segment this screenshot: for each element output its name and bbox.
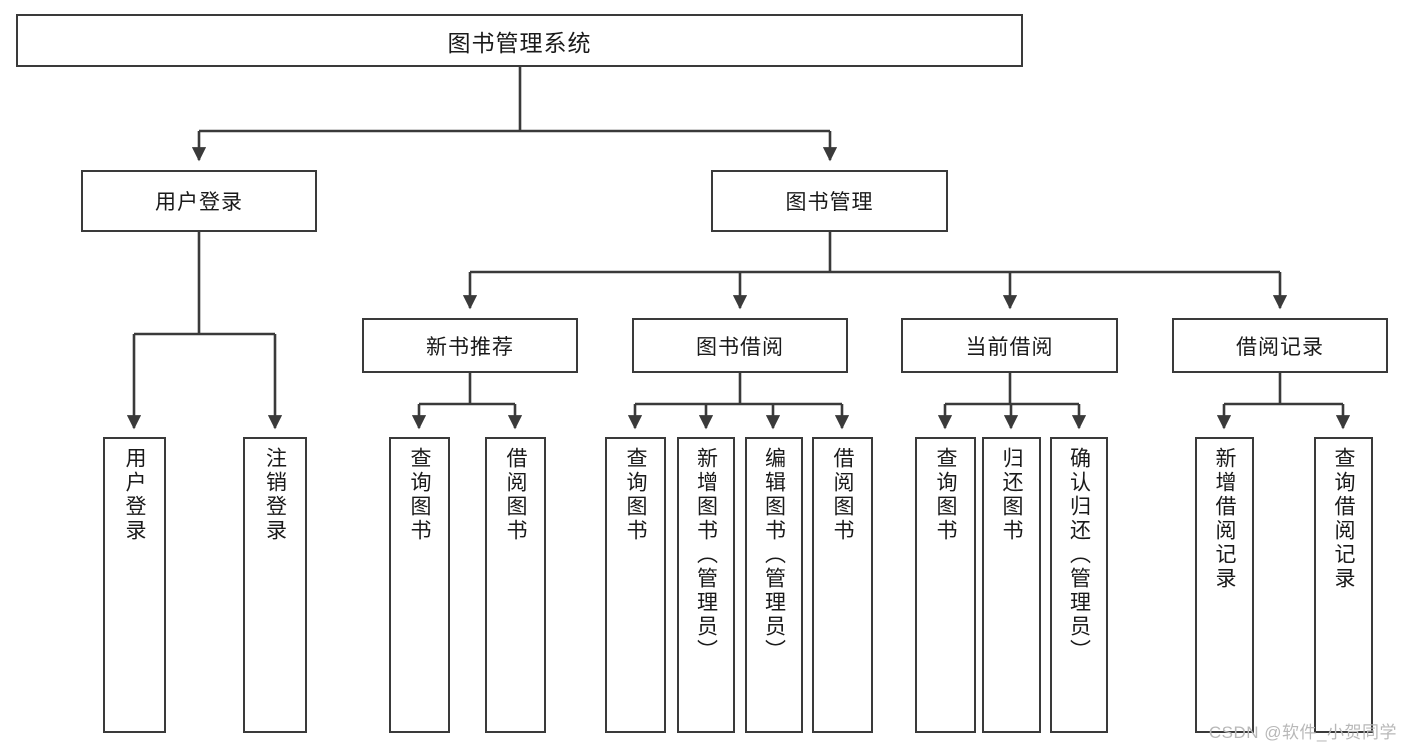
leaf-borrow-query-book[interactable]: 查询图书 xyxy=(605,437,666,733)
leaf-record-query-record[interactable]: 查询借阅记录 xyxy=(1314,437,1373,733)
node-new-book-recommend[interactable]: 新书推荐 xyxy=(362,318,578,373)
leaf-borrow-edit-book-admin[interactable]: 编辑图书（管理员） xyxy=(745,437,803,733)
node-label: 新书推荐 xyxy=(426,335,514,359)
node-label: 查询图书 xyxy=(624,447,647,543)
node-label: 查询图书 xyxy=(408,447,431,543)
node-label: 确认归还（管理员） xyxy=(1067,447,1091,663)
node-label: 当前借阅 xyxy=(965,335,1054,359)
leaf-current-query-book[interactable]: 查询图书 xyxy=(915,437,976,733)
node-label: 新增借阅记录 xyxy=(1213,447,1236,591)
node-borrow-record[interactable]: 借阅记录 xyxy=(1172,318,1388,373)
node-label: 图书借阅 xyxy=(696,335,784,359)
node-label: 图书管理 xyxy=(785,191,874,214)
node-user-login[interactable]: 用户登录 xyxy=(81,170,317,232)
leaf-user-login-logout[interactable]: 注销登录 xyxy=(243,437,307,733)
leaf-record-add-record[interactable]: 新增借阅记录 xyxy=(1195,437,1254,733)
watermark-label: CSDN @软件_小贺同学 xyxy=(1208,723,1397,742)
node-label: 用户登录 xyxy=(123,447,146,543)
node-label: 用户登录 xyxy=(155,191,243,214)
node-label: 注销登录 xyxy=(263,447,287,543)
leaf-current-confirm-return-admin[interactable]: 确认归还（管理员） xyxy=(1050,437,1108,733)
leaf-current-return-book[interactable]: 归还图书 xyxy=(982,437,1041,733)
node-label: 查询借阅记录 xyxy=(1332,447,1355,591)
node-label: 借阅图书 xyxy=(504,447,527,543)
leaf-new-book-borrow[interactable]: 借阅图书 xyxy=(485,437,546,733)
node-current-borrow[interactable]: 当前借阅 xyxy=(901,318,1118,373)
node-label: 查询图书 xyxy=(934,447,957,543)
node-label: 归还图书 xyxy=(1000,447,1023,543)
leaf-user-login-login[interactable]: 用户登录 xyxy=(103,437,166,733)
node-label: 编辑图书（管理员） xyxy=(762,447,786,663)
node-book-borrow[interactable]: 图书借阅 xyxy=(632,318,848,373)
leaf-borrow-add-book-admin[interactable]: 新增图书（管理员） xyxy=(677,437,735,733)
node-root-system[interactable]: 图书管理系统 xyxy=(16,14,1023,67)
node-label: 借阅图书 xyxy=(831,447,854,543)
node-label: 借阅记录 xyxy=(1236,335,1324,359)
leaf-new-book-query[interactable]: 查询图书 xyxy=(389,437,450,733)
node-label: 新增图书（管理员） xyxy=(694,447,718,663)
node-book-management[interactable]: 图书管理 xyxy=(711,170,948,232)
leaf-borrow-borrow-book[interactable]: 借阅图书 xyxy=(812,437,873,733)
node-label: 图书管理系统 xyxy=(447,29,592,56)
